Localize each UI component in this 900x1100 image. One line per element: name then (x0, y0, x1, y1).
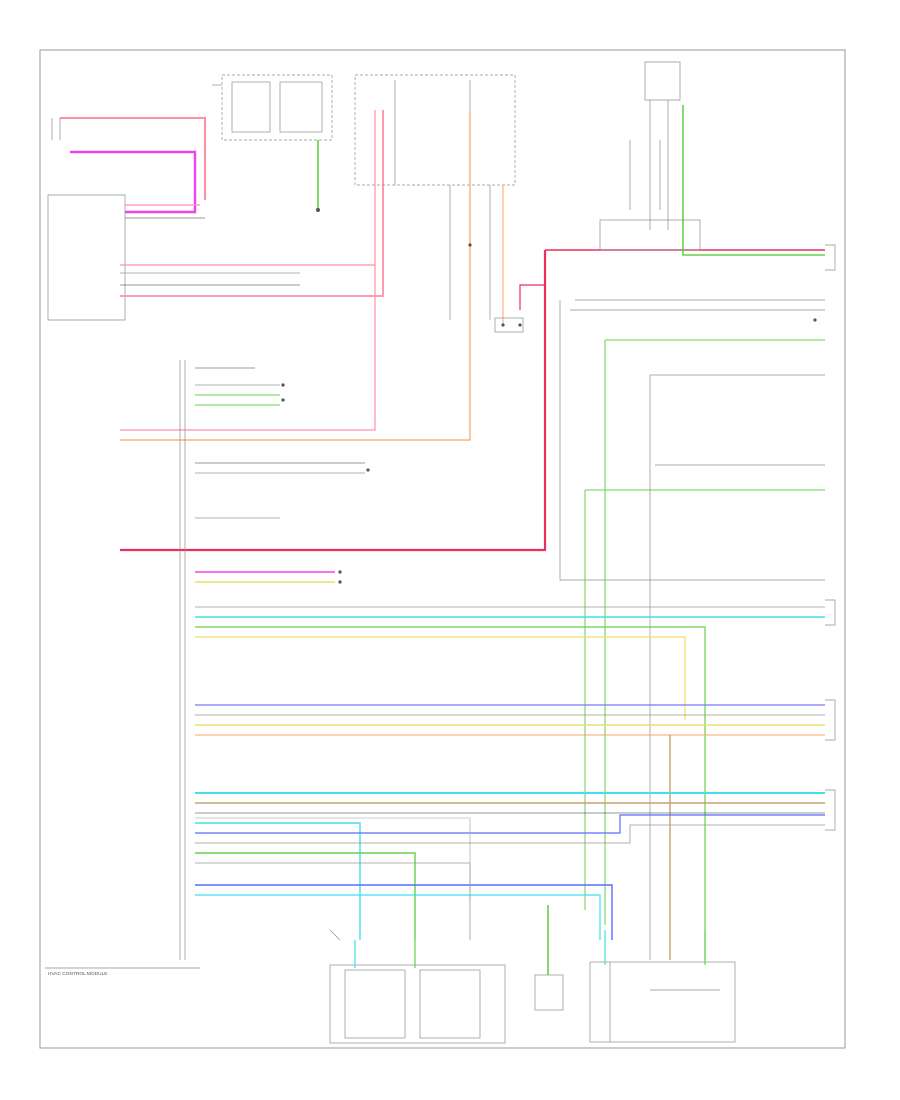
blower-motor-control-module (47, 110, 384, 321)
diagram-frame (39, 49, 846, 1049)
right-side-harness (559, 299, 825, 960)
splice-dots (281, 243, 817, 584)
module-name-label: HVAC CONTROL MODULE (48, 971, 107, 977)
hvac-control-module: HVAC CONTROL MODULE (45, 360, 200, 977)
bottom-components (329, 930, 736, 1044)
ac-compressor-clutch (599, 61, 825, 256)
module-wires (195, 367, 825, 975)
right-connectors (825, 244, 836, 831)
underhood-fuse-block (120, 74, 825, 552)
